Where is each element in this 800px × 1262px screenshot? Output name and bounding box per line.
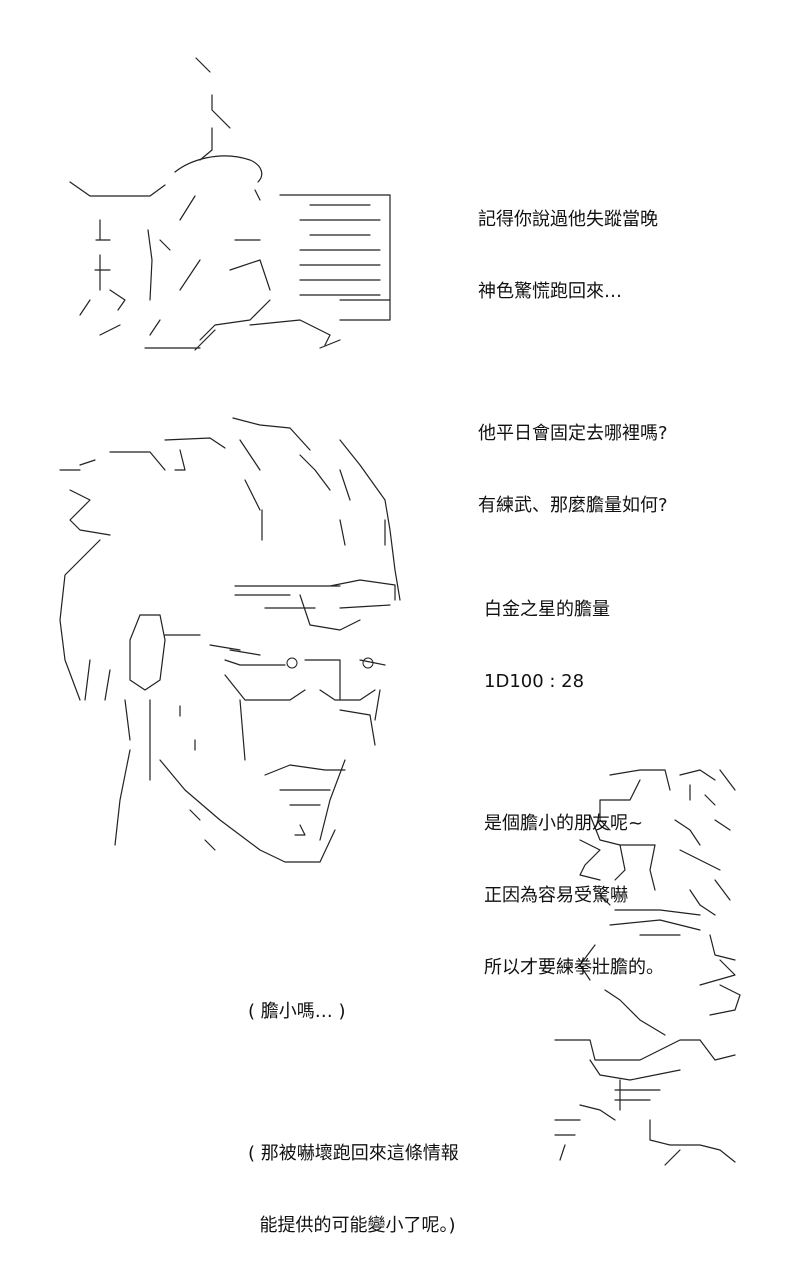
- ascii-art-illustrations: [59, 57, 741, 1166]
- caption-line: 所以才要練拳壯膽的。: [484, 957, 664, 978]
- caption-panel-1: 記得你說過他失蹤當晚 神色驚慌跑回來… 他平日會固定去哪裡嗎? 有練武、那麼膽量…: [478, 160, 668, 542]
- caption-line: ( 膽小嗎… ): [248, 1001, 346, 1022]
- face-art: [59, 417, 401, 863]
- caption-gap: [478, 352, 668, 374]
- caption-line: 能提供的可能變小了呢。): [248, 1215, 456, 1236]
- caption-line: 白金之星的膽量: [484, 599, 610, 620]
- caption-line: 是個膽小的朋友呢~: [484, 813, 644, 834]
- caption-line: ( 那被嚇壞跑回來這條情報: [248, 1143, 459, 1164]
- caption-line: 有練武、那麼膽量如何?: [478, 495, 668, 516]
- spiky-figure-art: [554, 769, 741, 1166]
- caption-panel-2: 白金之星的膽量 1D100 : 28 是個膽小的朋友呢~ 正因為容易受驚嚇 所以…: [484, 550, 664, 1004]
- caption-gap: [248, 1072, 459, 1094]
- caption-line: 1D100 : 28: [484, 671, 585, 692]
- caption-gap: [484, 742, 664, 764]
- caption-line: 他平日會固定去哪裡嗎?: [478, 423, 668, 444]
- caption-panel-3: ( 膽小嗎… ) ( 那被嚇壞跑回來這條情報 能提供的可能變小了呢。): [248, 952, 459, 1262]
- figure-with-bowl-art: [69, 57, 391, 351]
- caption-line: 神色驚慌跑回來…: [478, 281, 622, 302]
- caption-line: 記得你說過他失蹤當晚: [478, 209, 658, 230]
- caption-line: 正因為容易受驚嚇: [484, 885, 628, 906]
